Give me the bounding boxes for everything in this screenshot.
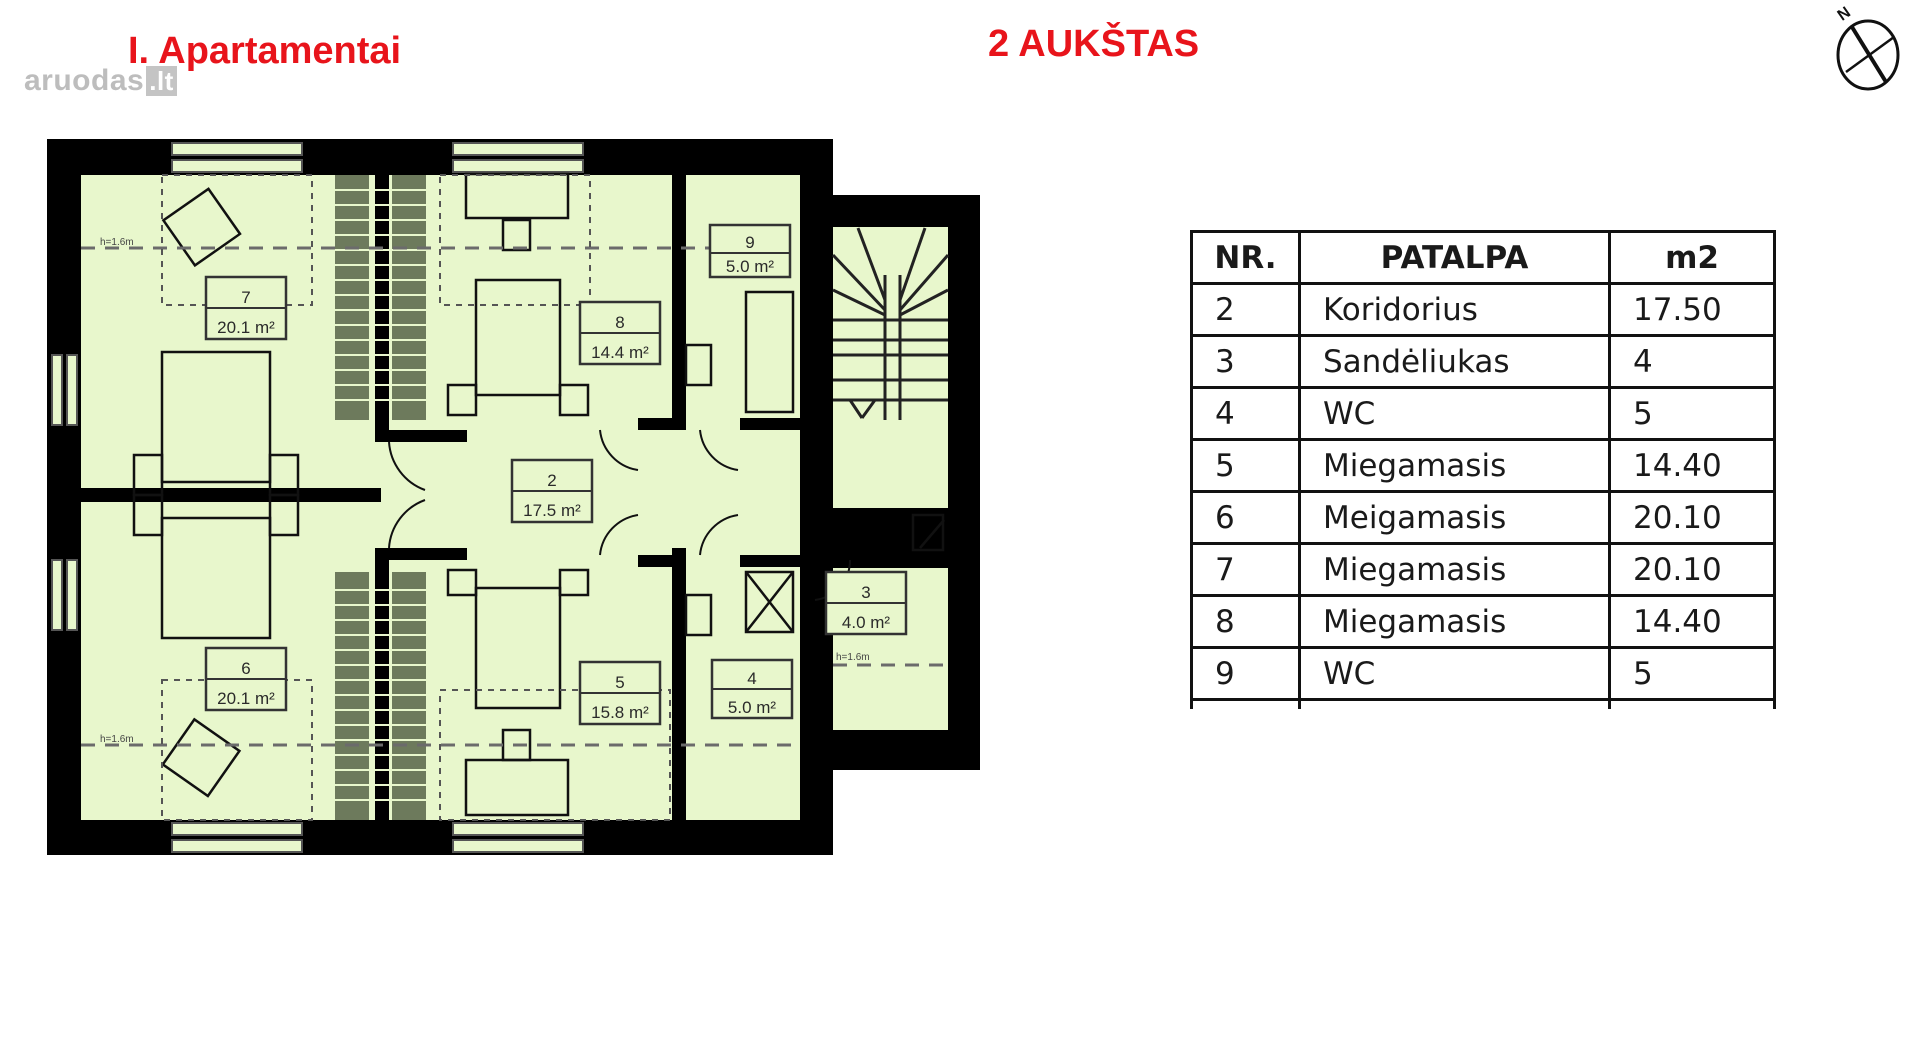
cell-empty [1298, 698, 1611, 709]
room-7-nr: 7 [241, 288, 250, 307]
cell-area: 17.50 [1608, 282, 1776, 337]
room-3-nr: 3 [861, 583, 870, 602]
cell-nr: 7 [1190, 542, 1301, 597]
windows [51, 142, 584, 853]
room-2-area: 17.5 m² [523, 501, 581, 520]
cell-nr: 6 [1190, 490, 1301, 545]
cell-room: WC [1298, 386, 1611, 441]
room-4-area: 5.0 m² [728, 698, 777, 717]
cell-room: Meigamasis [1298, 490, 1611, 545]
cell-room: Miegamasis [1298, 542, 1611, 597]
apartment-title: I. Apartamentai [128, 30, 402, 72]
cell-room: Koridorius [1298, 282, 1611, 337]
room-2-nr: 2 [547, 471, 556, 490]
interior-walls [81, 175, 948, 820]
floor-title: 2 AUKŠTAS [988, 23, 1200, 65]
cell-area: 14.40 [1608, 438, 1776, 493]
cell-area: 20.10 [1608, 542, 1776, 597]
cell-nr: 8 [1190, 594, 1301, 649]
cell-room: WC [1298, 646, 1611, 701]
cell-area: 5 [1608, 646, 1776, 701]
north-arrow-icon: N [1835, 4, 1900, 91]
cell-room: Miegamasis [1298, 594, 1611, 649]
height-mark: h=1.6m [100, 734, 134, 745]
room-4-nr: 4 [747, 669, 756, 688]
room-9-area: 5.0 m² [726, 257, 775, 276]
cell-area: 4 [1608, 334, 1776, 389]
col-header-patalpa: PATALPA [1298, 230, 1611, 285]
cell-nr: 5 [1190, 438, 1301, 493]
cell-area: 14.40 [1608, 594, 1776, 649]
height-lines [81, 246, 948, 747]
cell-area: 5 [1608, 386, 1776, 441]
room-6-nr: 6 [241, 659, 250, 678]
wardrobes [335, 175, 426, 820]
cell-room: Sandėliukas [1298, 334, 1611, 389]
room-5-area: 15.8 m² [591, 703, 649, 722]
room-3-area: 4.0 m² [842, 613, 891, 632]
height-mark: h=1.6m [100, 237, 134, 248]
cell-empty [1608, 698, 1776, 709]
height-mark: h=1.6m [836, 652, 870, 663]
col-header-nr: NR. [1190, 230, 1301, 285]
room-6-area: 20.1 m² [217, 689, 275, 708]
table-row-stub [1190, 698, 1776, 709]
cell-nr: 4 [1190, 386, 1301, 441]
furniture [132, 172, 945, 817]
cell-area: 20.10 [1608, 490, 1776, 545]
room-5-nr: 5 [615, 673, 624, 692]
cell-nr: 2 [1190, 282, 1301, 337]
room-8-area: 14.4 m² [591, 343, 649, 362]
cell-nr: 3 [1190, 334, 1301, 389]
doors [388, 429, 852, 601]
exterior-walls [47, 139, 980, 855]
watermark-logo: aruodas.lt [24, 64, 177, 98]
room-8-nr: 8 [615, 313, 624, 332]
cell-nr: 9 [1190, 646, 1301, 701]
cell-room: Miegamasis [1298, 438, 1611, 493]
room-9-nr: 9 [745, 233, 754, 252]
watermark-suffix: .lt [146, 66, 177, 96]
cell-empty [1190, 698, 1301, 709]
watermark-text: aruodas [24, 64, 145, 97]
room-7-area: 20.1 m² [217, 318, 275, 337]
stairs [831, 227, 950, 420]
col-header-m2: m2 [1608, 230, 1776, 285]
table-header-row: NR. PATALPA m2 [1190, 230, 1776, 285]
